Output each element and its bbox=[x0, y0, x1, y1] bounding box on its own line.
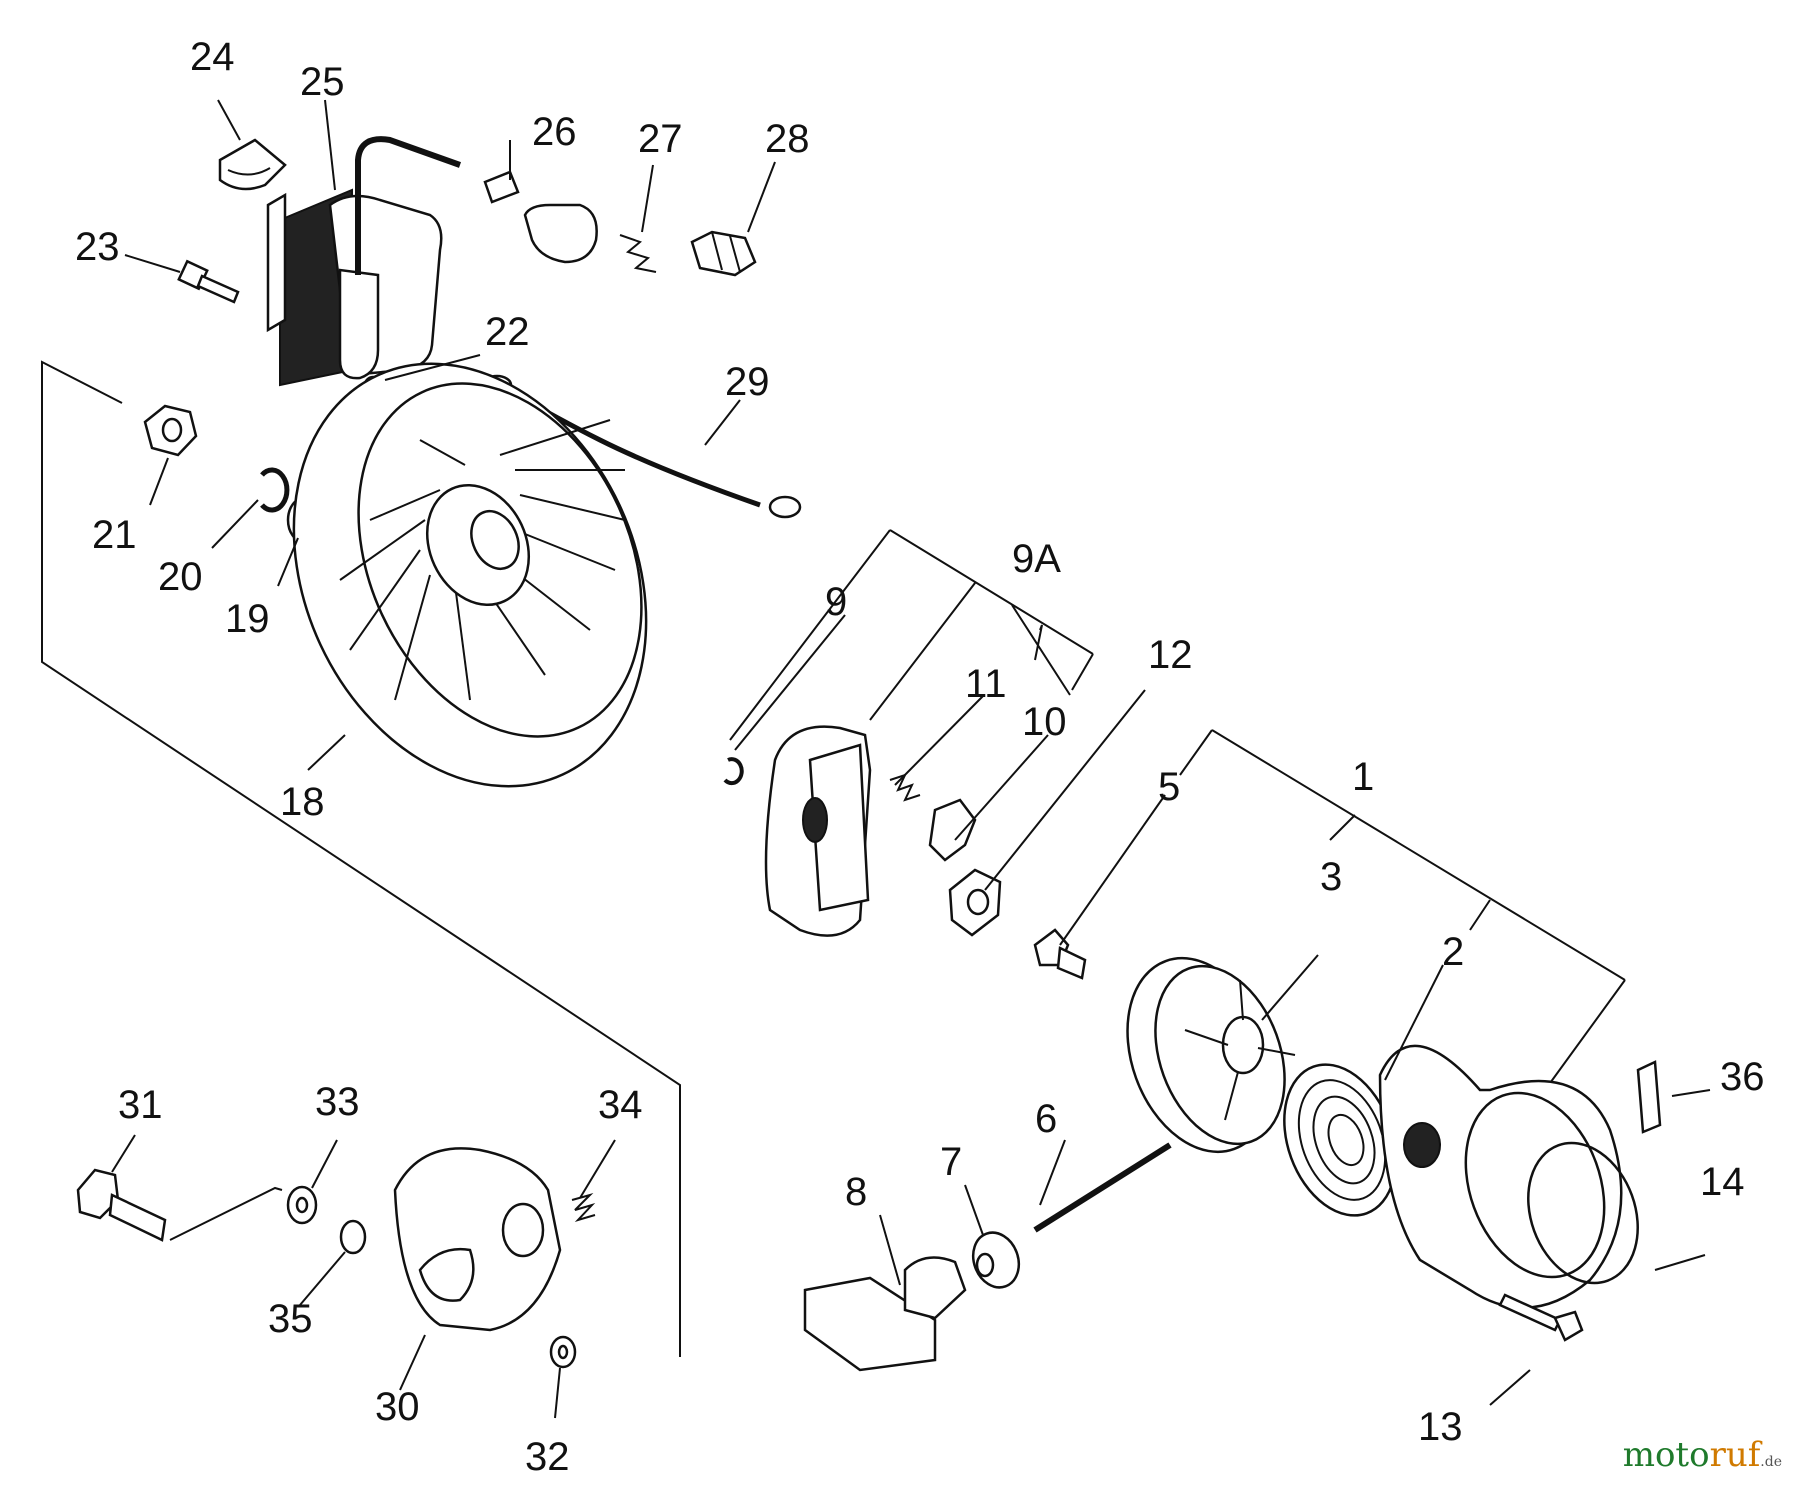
callout-31: 31 bbox=[118, 1083, 163, 1127]
callout-32: 32 bbox=[525, 1435, 570, 1479]
flywheel-group-panel bbox=[41, 360, 681, 1357]
leader-lines bbox=[111, 99, 1711, 1419]
callout-11: 11 bbox=[965, 662, 1007, 706]
callout-20: 20 bbox=[158, 555, 203, 599]
rope-guide-part[interactable] bbox=[966, 1226, 1026, 1294]
clutch-spring-part[interactable] bbox=[889, 773, 921, 802]
callout-21: 21 bbox=[92, 513, 137, 557]
terminal-spring-part[interactable] bbox=[619, 234, 657, 273]
clutch-washer-32-part[interactable] bbox=[549, 1335, 577, 1369]
clutch-bolt-lead bbox=[169, 1186, 283, 1241]
starter-bracket bbox=[1179, 729, 1626, 1091]
starter-housing-part[interactable] bbox=[1378, 1044, 1629, 1309]
starter-pulley-part[interactable] bbox=[1102, 938, 1308, 1172]
flywheel-nut-part[interactable] bbox=[143, 404, 198, 457]
callout-5: 5 bbox=[1158, 765, 1180, 809]
callout-28: 28 bbox=[765, 117, 810, 161]
site-watermark: motoruf.de bbox=[1622, 1435, 1782, 1475]
starter-rope-part[interactable] bbox=[1033, 1142, 1172, 1233]
clutch-spring-34-part[interactable] bbox=[571, 1193, 596, 1222]
callout-23: 23 bbox=[75, 225, 120, 269]
decal-part[interactable] bbox=[1636, 1060, 1662, 1134]
callout-25: 25 bbox=[300, 60, 345, 104]
callout-22: 22 bbox=[485, 310, 530, 354]
callout-29: 29 bbox=[725, 360, 770, 404]
starter-handle-part[interactable] bbox=[803, 1256, 967, 1372]
callout-35: 35 bbox=[268, 1297, 313, 1341]
ignition-coil-part[interactable] bbox=[266, 136, 462, 387]
spark-plug-part[interactable] bbox=[690, 230, 757, 277]
callout-36: 36 bbox=[1720, 1055, 1765, 1099]
coil-screw-part[interactable] bbox=[177, 259, 240, 304]
clutch-pin-part[interactable] bbox=[928, 798, 977, 862]
callout-3: 3 bbox=[1320, 855, 1342, 899]
clutch-shoe-part[interactable] bbox=[764, 725, 872, 937]
callout-24: 24 bbox=[190, 35, 235, 79]
callout-34: 34 bbox=[598, 1083, 643, 1127]
callout-19: 19 bbox=[225, 597, 270, 641]
callout-27: 27 bbox=[638, 117, 683, 161]
callout-2: 2 bbox=[1442, 930, 1464, 974]
flywheel-part[interactable] bbox=[227, 306, 712, 844]
clutch-washer-35-part[interactable] bbox=[339, 1219, 367, 1255]
callout-12: 12 bbox=[1148, 633, 1193, 677]
callout-26: 26 bbox=[532, 110, 577, 154]
plug-boot-part[interactable] bbox=[483, 170, 598, 264]
starter-bolt-part[interactable] bbox=[1033, 928, 1087, 980]
grommet-part[interactable] bbox=[218, 138, 287, 191]
callout-30: 30 bbox=[375, 1385, 420, 1429]
callout-1: 1 bbox=[1352, 755, 1374, 799]
housing-screw-part[interactable] bbox=[1498, 1293, 1584, 1342]
clutch-washer-33-part[interactable] bbox=[286, 1185, 318, 1225]
e-ring-part[interactable] bbox=[723, 757, 744, 786]
callout-10: 10 bbox=[1022, 700, 1067, 744]
callout-14: 14 bbox=[1700, 1160, 1745, 1204]
clutch-bolt-part[interactable] bbox=[76, 1168, 167, 1242]
clutch-drum-part[interactable] bbox=[393, 1147, 562, 1332]
callout-33: 33 bbox=[315, 1080, 360, 1124]
clutch-bracket bbox=[729, 529, 1094, 741]
callout-18: 18 bbox=[280, 780, 325, 824]
callout-13: 13 bbox=[1418, 1405, 1463, 1449]
circlip-part[interactable] bbox=[260, 467, 290, 513]
gasket-part[interactable] bbox=[1510, 1128, 1657, 1299]
callout-9: 9 bbox=[825, 580, 847, 624]
callout-7: 7 bbox=[940, 1140, 962, 1184]
callout-8: 8 bbox=[845, 1170, 867, 1214]
callout-6: 6 bbox=[1035, 1097, 1057, 1141]
callout-9a: 9A bbox=[1012, 537, 1061, 581]
